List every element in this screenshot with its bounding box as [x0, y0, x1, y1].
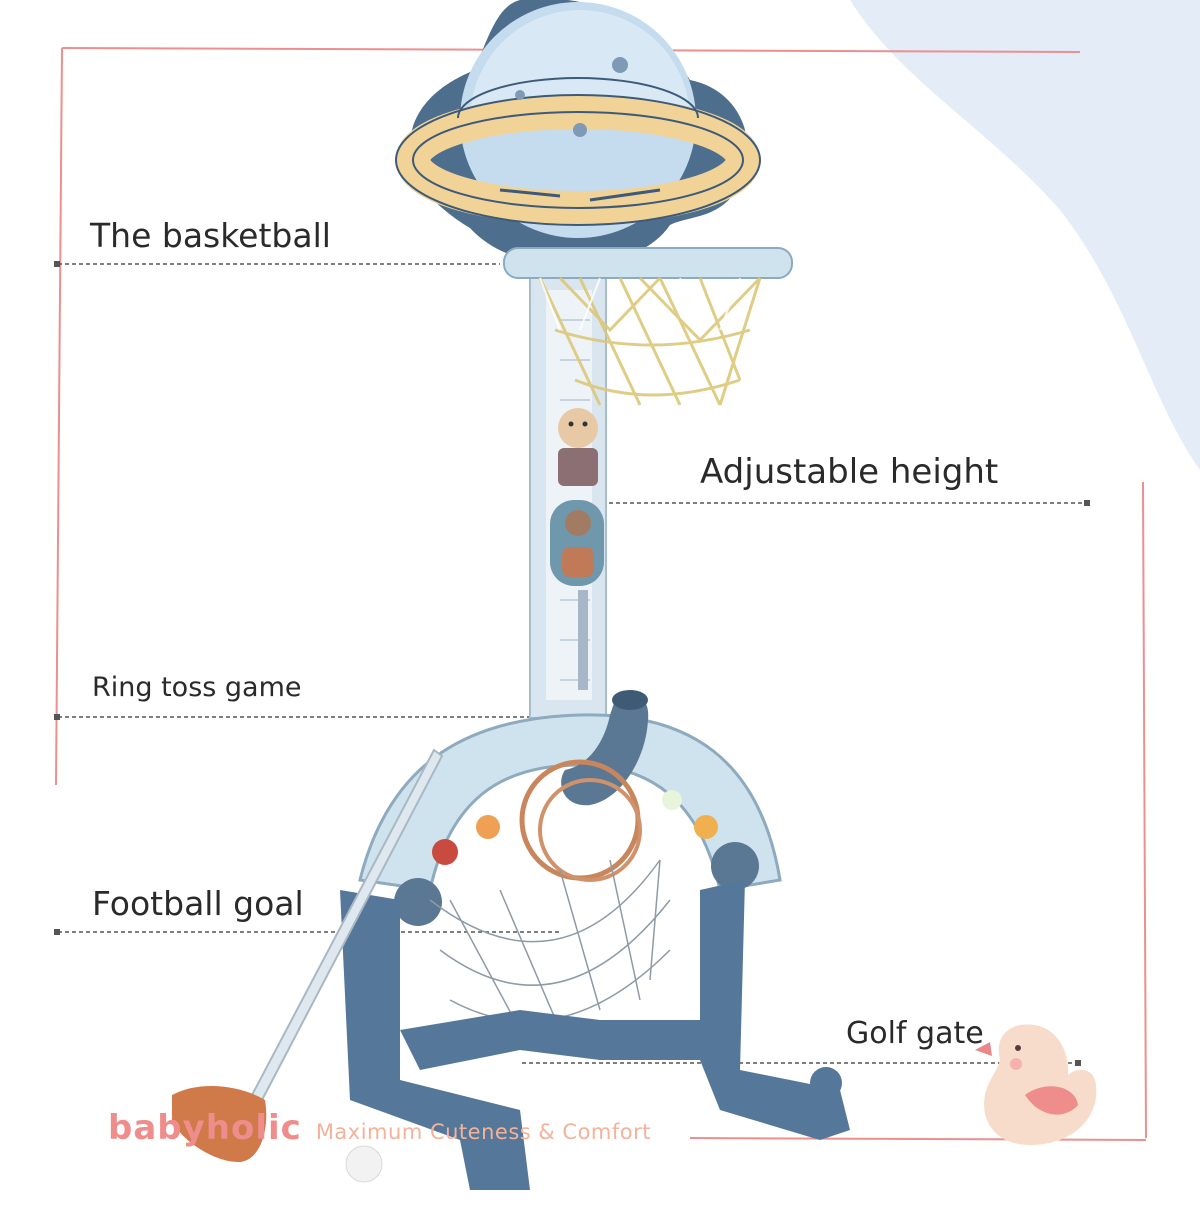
goal-base	[340, 880, 850, 1190]
brand-name: babyholic	[108, 1108, 302, 1148]
ring-toss-arch	[358, 690, 782, 926]
label-football-goal: Football goal	[92, 884, 304, 923]
golf-club	[172, 748, 444, 1163]
label-basketball: The basketball	[90, 216, 331, 255]
label-adjustable-height: Adjustable height	[700, 452, 999, 492]
brand-tagline: Maximum Cuteness & Comfort	[315, 1120, 652, 1144]
golf-ball	[345, 1145, 383, 1183]
bear-figure	[558, 408, 598, 486]
basketball-hoop	[503, 247, 793, 406]
football-goal-net	[429, 859, 671, 1031]
backboard-planet	[395, 0, 761, 266]
leader-lines	[58, 263, 1086, 1064]
duck-mascot	[975, 1024, 1097, 1145]
label-ring-toss: Ring toss game	[92, 672, 302, 703]
brand-watermark: babyholic Maximum Cuteness & Comfort	[108, 1108, 651, 1148]
background-blob	[850, 0, 1200, 470]
height-lock	[550, 500, 604, 586]
label-golf-gate: Golf gate	[846, 1016, 984, 1051]
